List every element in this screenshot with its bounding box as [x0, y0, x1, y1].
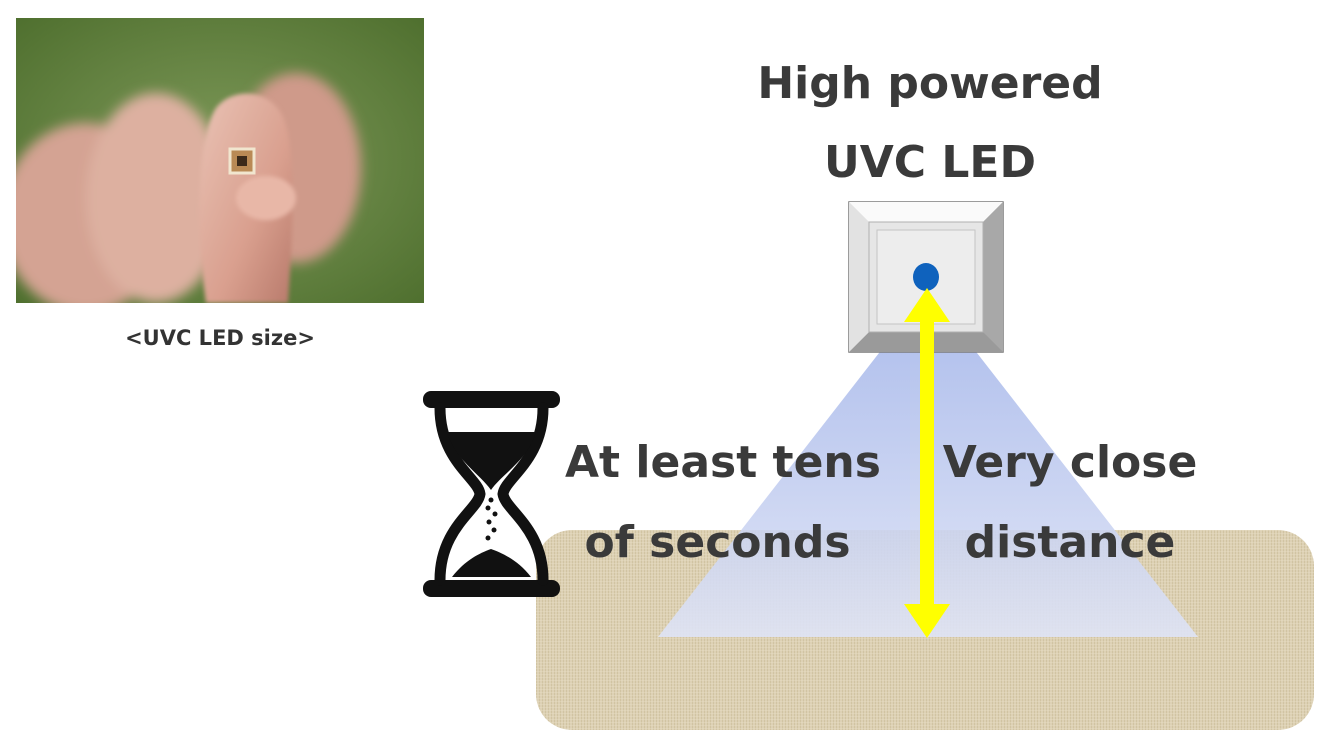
- finger-photo-illustration: [16, 18, 424, 303]
- led-title-line1: High powered: [757, 58, 1103, 109]
- distance-line1: Very close: [942, 437, 1198, 488]
- distance-line2: distance: [964, 517, 1176, 568]
- uvc-led-photo: [16, 18, 424, 303]
- led-title-line2: UVC LED: [823, 137, 1036, 188]
- photo-caption: <UVC LED size>: [125, 326, 315, 350]
- exposure-time-line1: At least tens: [565, 437, 881, 488]
- double-headed-arrow-icon: [904, 288, 950, 638]
- exposure-time-line2: of seconds: [584, 517, 851, 568]
- led-emitter-dot: [913, 263, 939, 291]
- hourglass-icon: [423, 391, 560, 597]
